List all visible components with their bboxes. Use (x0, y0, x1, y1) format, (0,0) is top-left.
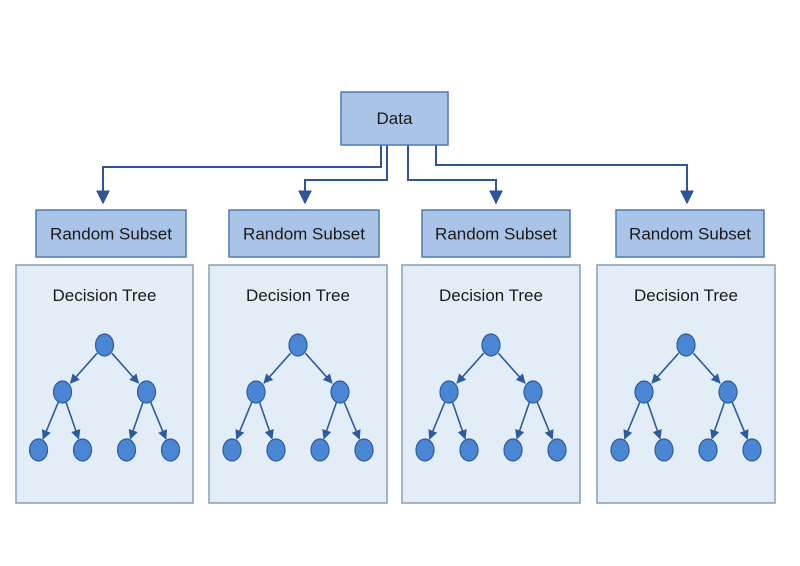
tree-edge (235, 401, 253, 440)
decision-tree-title: Decision Tree (634, 286, 738, 305)
tree-leaf-node (698, 438, 718, 462)
random-subset-box (421, 209, 571, 258)
tree-leaf-node (459, 438, 479, 462)
decision-tree-panel (208, 264, 388, 504)
tree-edge (692, 352, 721, 384)
tree-leaf-node (72, 438, 93, 462)
tree-internal-node (439, 380, 459, 404)
decision-tree-title: Decision Tree (53, 286, 157, 305)
random-subset-label: Random Subset (50, 225, 172, 244)
tree-leaf-node (503, 438, 523, 462)
random-subset-box (228, 209, 380, 258)
tree-leaf-node (354, 438, 374, 462)
tree-root-node (676, 333, 696, 357)
tree-edge (111, 352, 140, 384)
tree-internal-node (52, 380, 73, 404)
tree-edge (304, 352, 333, 384)
random-subset-box (35, 209, 187, 258)
tree-internal-node (136, 380, 157, 404)
tree-leaf-node (742, 438, 762, 462)
connector-1 (96, 145, 382, 205)
tree-leaf-node (654, 438, 674, 462)
tree-leaf-node (116, 438, 137, 462)
connector-4 (435, 145, 694, 205)
tree-edge (497, 352, 526, 384)
tree-edge (456, 352, 485, 384)
tree-edge (149, 401, 168, 440)
tree-root-node (288, 333, 308, 357)
connector-2 (298, 145, 388, 205)
tree-leaf-node (28, 438, 49, 462)
tree-edge (536, 401, 554, 440)
tree-edge (41, 401, 60, 440)
connectors (96, 145, 694, 205)
random-subset-label: Random Subset (435, 225, 557, 244)
tree-internal-node (330, 380, 350, 404)
tree-leaf-node (160, 438, 181, 462)
tree-edge (428, 401, 446, 440)
tree-leaf-node (266, 438, 286, 462)
tree-internal-node (246, 380, 266, 404)
tree-root-node (481, 333, 501, 357)
data-box: Data (340, 91, 449, 146)
tree-edge (710, 402, 726, 440)
tree-internal-node (523, 380, 543, 404)
tree-edge (69, 352, 98, 384)
decision-tree-panel (15, 264, 194, 504)
tree-edge (263, 352, 292, 384)
tree-leaf-node (610, 438, 630, 462)
tree-leaf-node (310, 438, 330, 462)
decision-tree-title: Decision Tree (246, 286, 350, 305)
tree-leaf-node (222, 438, 242, 462)
tree-edge (646, 402, 662, 440)
tree-internal-node (718, 380, 738, 404)
tree-root-node (94, 333, 115, 357)
tree-edge (651, 352, 680, 384)
tree-edge (322, 402, 338, 440)
connector-3 (407, 145, 503, 205)
random-subset-box (615, 209, 765, 258)
tree-edge (343, 401, 361, 440)
tree-leaf-node (547, 438, 567, 462)
tree-edge (128, 402, 144, 440)
decision-tree-panel (596, 264, 776, 504)
tree-leaf-node (415, 438, 435, 462)
tree-edge (515, 402, 531, 440)
data-box-label: Data (377, 109, 413, 128)
tree-internal-node (634, 380, 654, 404)
decision-tree-panel (401, 264, 581, 504)
random-subset-label: Random Subset (243, 225, 365, 244)
random-subset-label: Random Subset (629, 225, 751, 244)
decision-tree-title: Decision Tree (439, 286, 543, 305)
tree-edge (623, 401, 641, 440)
tree-edge (731, 401, 749, 440)
tree-edge (451, 402, 467, 440)
tree-edge (65, 402, 81, 440)
tree-edge (258, 402, 274, 440)
